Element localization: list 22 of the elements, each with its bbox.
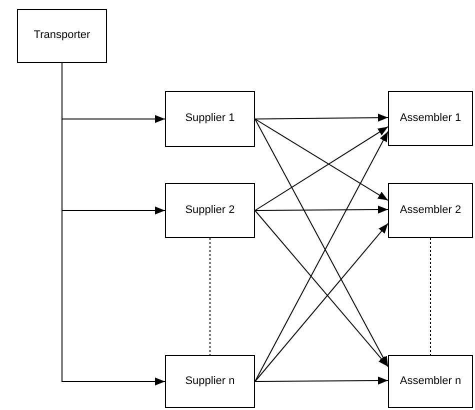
arrow xyxy=(254,376,388,385)
process-box xyxy=(388,183,473,238)
box-label: Assembler n xyxy=(400,374,462,388)
process-box xyxy=(388,355,473,408)
process-box xyxy=(17,9,107,63)
process-box xyxy=(388,91,473,146)
process-box xyxy=(165,91,255,147)
arrow xyxy=(254,114,388,122)
box-label: Assembler 2 xyxy=(400,204,462,218)
arrow xyxy=(254,126,388,211)
box-label: Transporter xyxy=(34,29,90,43)
arrow xyxy=(254,210,388,367)
box-label: Supplier 1 xyxy=(185,112,235,126)
box-label: Supplier 2 xyxy=(185,204,235,218)
arrow xyxy=(254,118,388,201)
dotted-line xyxy=(430,238,431,356)
process-box xyxy=(165,183,255,238)
box-label: Assembler 1 xyxy=(400,112,462,126)
process-box xyxy=(165,355,255,408)
arrow xyxy=(254,223,388,382)
arrow xyxy=(254,206,388,214)
box-label: Supplier n xyxy=(185,374,235,388)
